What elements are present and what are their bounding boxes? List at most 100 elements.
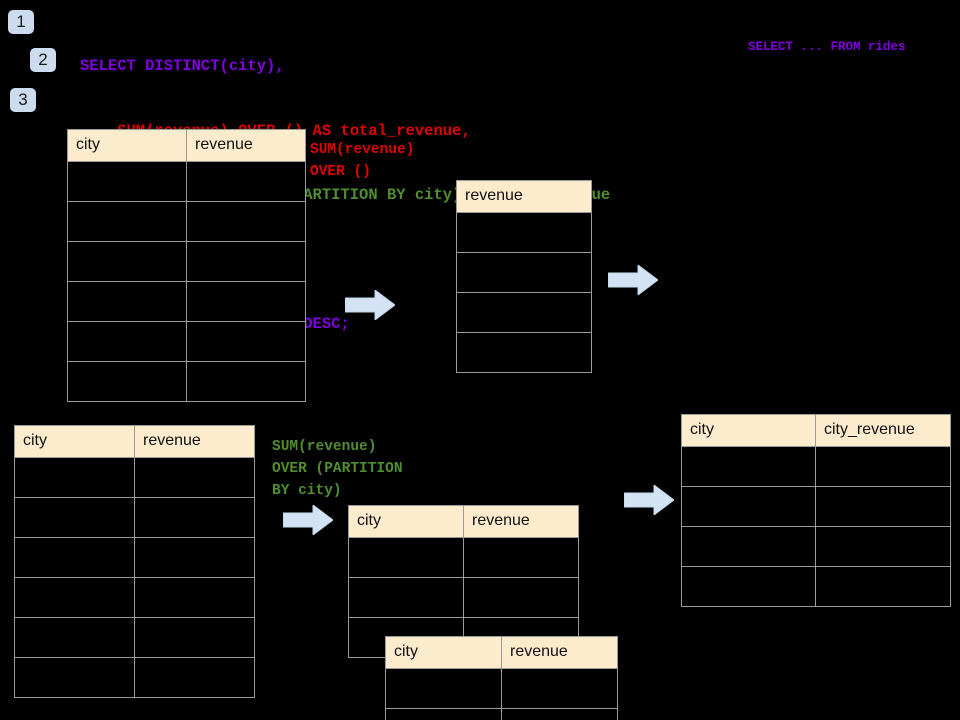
cell-city <box>14 537 135 578</box>
cell-city <box>385 708 502 720</box>
table-row <box>14 657 255 698</box>
table-row <box>385 668 618 709</box>
cell-city <box>67 201 187 242</box>
table-row <box>67 281 306 322</box>
cell-city-revenue <box>815 526 951 567</box>
cell-revenue <box>134 657 255 698</box>
cell-revenue <box>186 281 306 322</box>
cell-city <box>681 566 816 607</box>
cell-revenue <box>134 537 255 578</box>
cell-revenue <box>456 212 592 253</box>
cell-revenue <box>186 361 306 402</box>
cell-revenue <box>456 252 592 293</box>
column-header-city-revenue: city_revenue <box>815 414 951 447</box>
cell-city <box>67 281 187 322</box>
table-row <box>67 161 306 202</box>
cell-revenue <box>186 201 306 242</box>
cell-city <box>348 577 464 618</box>
total-revenue-table: revenue <box>456 180 592 373</box>
cell-city <box>67 241 187 282</box>
cell-revenue <box>186 161 306 202</box>
table-row <box>681 446 951 487</box>
arrow-partition-to-result <box>624 485 674 515</box>
cell-city <box>14 577 135 618</box>
table-row <box>14 537 255 578</box>
column-header-city: city <box>67 129 187 162</box>
table-header-row: revenue <box>456 180 592 213</box>
cell-revenue <box>186 321 306 362</box>
table-row <box>348 537 579 578</box>
step-badge-1: 1 <box>8 10 34 34</box>
cell-city <box>348 537 464 578</box>
table-header-row: city revenue <box>348 505 579 538</box>
column-header-revenue: revenue <box>186 129 306 162</box>
arrow-total-to-result <box>608 265 658 295</box>
cell-revenue <box>456 332 592 373</box>
table-row <box>681 566 951 607</box>
cell-city <box>681 526 816 567</box>
column-header-revenue: revenue <box>463 505 579 538</box>
cell-revenue <box>501 708 618 720</box>
sql-line-select: SELECT DISTINCT(city), <box>80 57 285 75</box>
table-row <box>456 212 592 253</box>
table-header-row: city city_revenue <box>681 414 951 447</box>
rides-source-table: city revenue <box>67 129 306 402</box>
cell-city <box>14 457 135 498</box>
table-header-row: city revenue <box>14 425 255 458</box>
cell-city <box>67 161 187 202</box>
table-row <box>456 252 592 293</box>
annotation-over-empty: SUM(revenue) OVER () <box>310 142 415 180</box>
cell-revenue <box>186 241 306 282</box>
rides-source-table-partition: city revenue <box>14 425 255 698</box>
column-header-city: city <box>14 425 135 458</box>
table-row <box>14 617 255 658</box>
table-row <box>14 497 255 538</box>
side-note-select-from: SELECT ... FROM rides <box>748 40 906 54</box>
cell-city <box>385 668 502 709</box>
cell-city <box>14 497 135 538</box>
table-row <box>456 292 592 333</box>
city-revenue-result-table: city city_revenue <box>681 414 951 607</box>
partition-group-a: city revenue <box>348 505 579 658</box>
table-row <box>67 241 306 282</box>
column-header-city: city <box>385 636 502 669</box>
table-row <box>681 526 951 567</box>
column-header-revenue: revenue <box>501 636 618 669</box>
cell-revenue <box>501 668 618 709</box>
cell-city <box>67 321 187 362</box>
partition-group-b: city revenue <box>385 636 618 720</box>
cell-city <box>14 657 135 698</box>
cell-city <box>67 361 187 402</box>
step-badge-3: 3 <box>10 88 36 112</box>
cell-revenue <box>456 292 592 333</box>
table-header-row: city revenue <box>67 129 306 162</box>
cell-revenue <box>134 577 255 618</box>
table-row <box>681 486 951 527</box>
cell-revenue <box>463 577 579 618</box>
cell-city-revenue <box>815 486 951 527</box>
step-badge-2: 2 <box>30 48 56 72</box>
table-row <box>67 321 306 362</box>
annotation-over-partition: SUM(revenue) OVER (PARTITION BY city) <box>272 439 403 499</box>
column-header-revenue: revenue <box>134 425 255 458</box>
cell-revenue <box>463 537 579 578</box>
table-row <box>14 457 255 498</box>
cell-city <box>14 617 135 658</box>
table-row <box>14 577 255 618</box>
arrow-source-to-total <box>345 290 395 320</box>
column-header-revenue: revenue <box>456 180 592 213</box>
table-row <box>348 577 579 618</box>
table-row <box>67 201 306 242</box>
column-header-city: city <box>681 414 816 447</box>
column-header-city: city <box>348 505 464 538</box>
table-row <box>456 332 592 373</box>
cell-city-revenue <box>815 566 951 607</box>
table-row <box>67 361 306 402</box>
cell-revenue <box>134 497 255 538</box>
cell-city-revenue <box>815 446 951 487</box>
cell-revenue <box>134 457 255 498</box>
arrow-source-to-partition <box>283 505 333 535</box>
cell-city <box>681 486 816 527</box>
table-row <box>385 708 618 720</box>
